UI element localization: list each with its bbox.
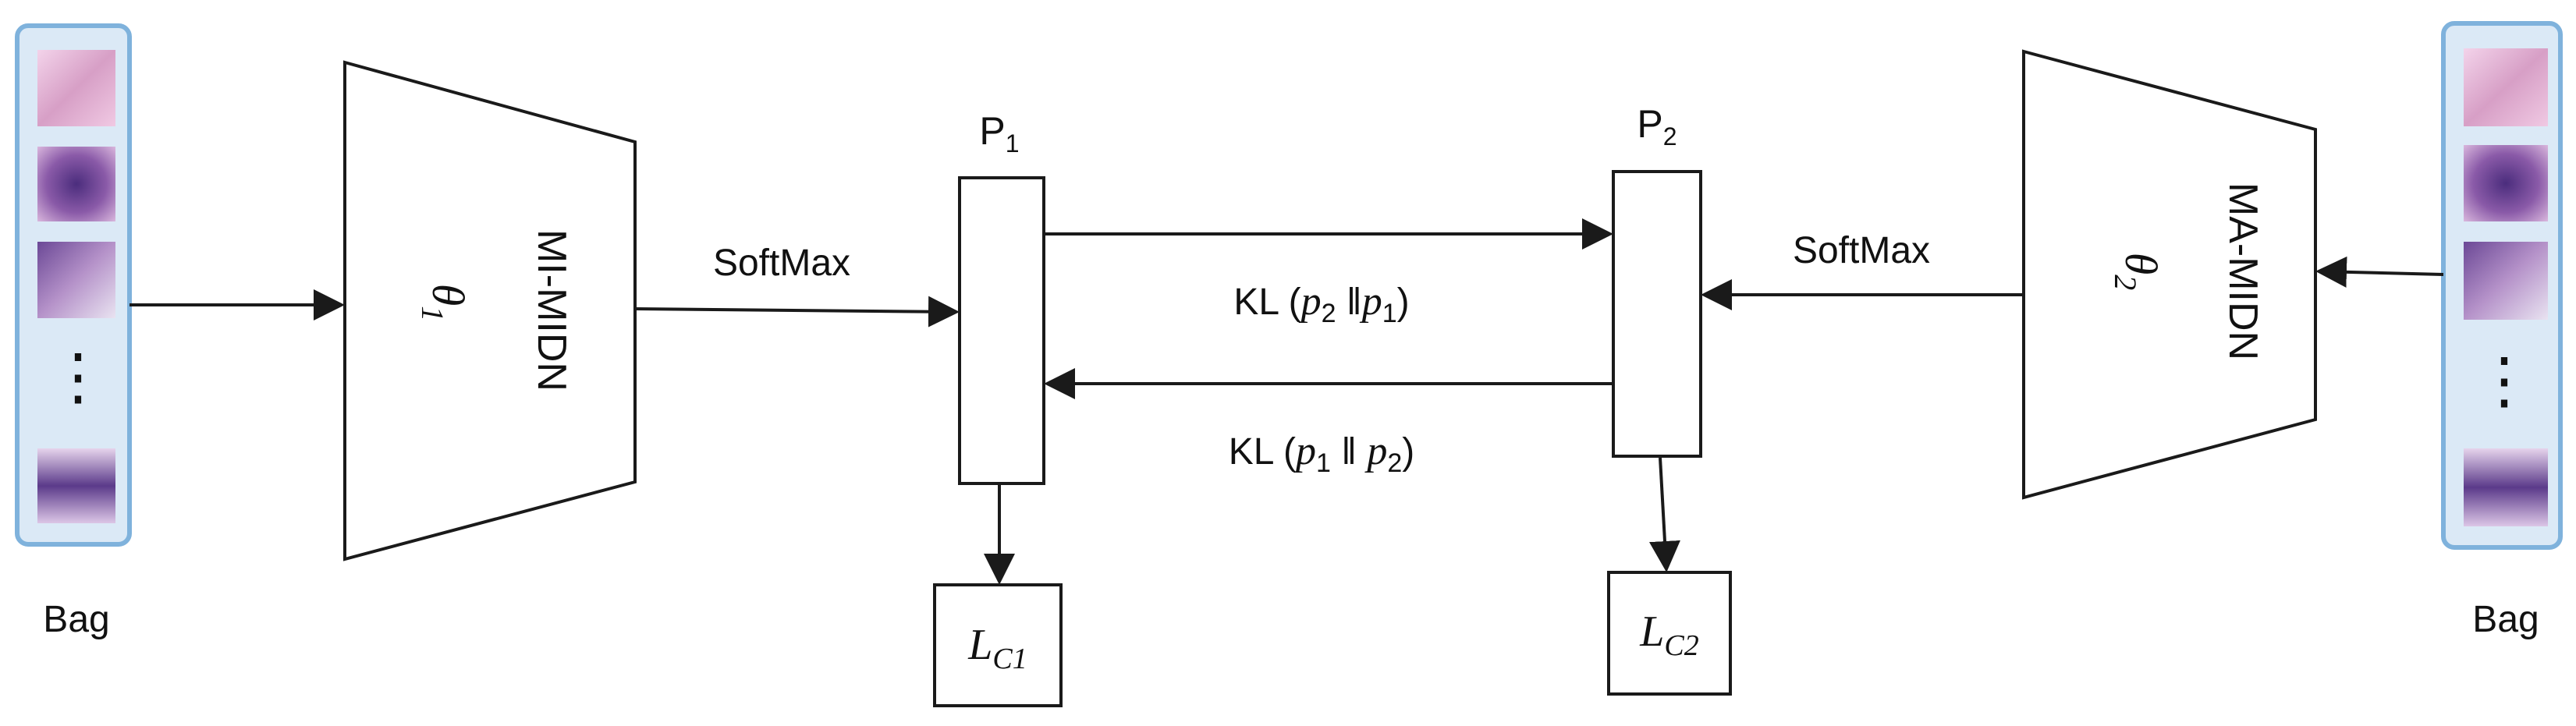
- p1-label: P1: [979, 109, 1019, 158]
- kl-p2-p1-label: KL (p2 ǁp1): [1233, 279, 1409, 328]
- network1-to-p1-arrow: [634, 296, 960, 328]
- right-bag: ⋮: [2441, 21, 2563, 550]
- softmax-1-label: SoftMax: [713, 243, 850, 284]
- p2-output-box: [1612, 170, 1702, 458]
- right-bag-to-network-arrow: [2315, 256, 2444, 288]
- ma-midn-network-block: [2022, 49, 2317, 500]
- kl-p1-p2-label: KL (p1 ǁ p2): [1229, 429, 1415, 478]
- loss-c1-box: [933, 583, 1063, 707]
- ma-midn-label: MA-MIDN: [2220, 182, 2266, 360]
- patch-purple-image: [2464, 145, 2548, 221]
- loss-c2-box: [1607, 571, 1732, 696]
- patch-cells-image: [2464, 448, 2548, 526]
- patch-stain-image: [37, 242, 115, 318]
- theta-2-param: θ2: [2108, 253, 2166, 291]
- patch-purple-image: [37, 147, 115, 221]
- patch-stain-image: [2464, 242, 2548, 320]
- p2-to-loss-arrow: [1649, 457, 1680, 572]
- p1-output-box: [958, 176, 1045, 485]
- patch-pink-image: [37, 50, 115, 126]
- left-bag-ellipsis: ⋮: [47, 342, 109, 411]
- left-bag-label: Bag: [43, 599, 109, 640]
- loss-c2-label: LC2: [1639, 607, 1699, 662]
- right-bag-label: Bag: [2472, 599, 2539, 640]
- theta-1-param: θ1: [415, 284, 474, 322]
- right-bag-ellipsis: ⋮: [2473, 345, 2535, 415]
- p2-label: P2: [1637, 102, 1677, 151]
- softmax-2-label: SoftMax: [1793, 230, 1930, 271]
- left-bag: ⋮: [15, 23, 132, 547]
- patch-pink-image: [2464, 48, 2548, 126]
- mi-midn-label: MI-MIDN: [529, 229, 574, 391]
- patch-cells-image: [37, 448, 115, 523]
- loss-c1-label: LC1: [967, 621, 1027, 675]
- mi-midn-network-block: [343, 60, 637, 561]
